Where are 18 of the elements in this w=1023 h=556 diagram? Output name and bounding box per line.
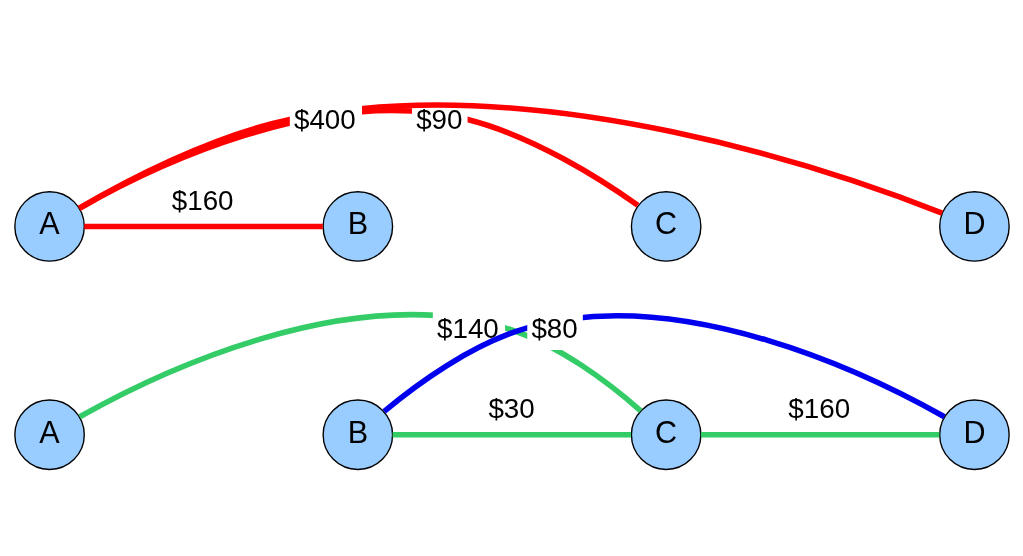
node-circle: C [630,398,702,470]
node-circle: D [938,398,1010,470]
edge-label: $90 [415,103,463,135]
connector [700,431,939,437]
edge-label: $160 [171,184,234,216]
node-circle: A [13,398,85,470]
edge-label: $160 [787,392,850,424]
edge-label: $80 [530,312,578,344]
node-circle: D [938,190,1010,262]
node-circle: A [13,190,85,262]
connector [392,431,631,437]
node-circle: B [321,398,393,470]
node-circle: B [321,190,393,262]
connector [83,223,323,229]
node-circle: C [630,190,702,262]
edge-label: $30 [487,392,535,424]
edge-label: $400 [293,103,356,135]
edge-label: $140 [436,312,499,344]
